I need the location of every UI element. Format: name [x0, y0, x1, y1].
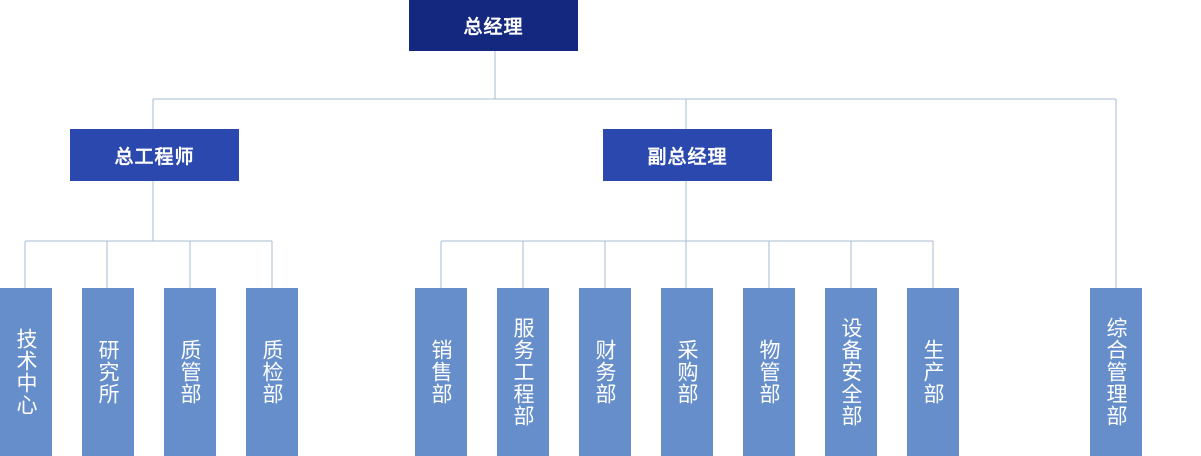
dept-sales: 销售部 — [415, 288, 467, 456]
dept-materials-management: 物管部 — [743, 288, 795, 456]
dept-quality-inspection: 质检部 — [246, 288, 298, 456]
dept-label: 质检部 — [260, 339, 284, 405]
dept-technology-center: 技术中心 — [0, 288, 52, 456]
dept-label: 服务工程部 — [511, 317, 535, 427]
dept-production: 生产部 — [907, 288, 959, 456]
dept-equipment-safety: 设备安全部 — [825, 288, 877, 456]
dept-label: 采购部 — [675, 339, 699, 405]
dept-general-administration: 综合管理部 — [1090, 288, 1142, 456]
dept-finance: 财务部 — [579, 288, 631, 456]
dept-service-engineering: 服务工程部 — [497, 288, 549, 456]
dept-quality-management: 质管部 — [164, 288, 216, 456]
dept-label: 综合管理部 — [1104, 317, 1128, 427]
general-manager-label: 总经理 — [463, 16, 524, 38]
dept-label: 技术中心 — [14, 328, 38, 416]
dept-label: 生产部 — [921, 339, 945, 405]
dept-research-institute: 研究所 — [82, 288, 134, 456]
dept-label: 物管部 — [757, 339, 781, 405]
dept-label: 研究所 — [96, 339, 120, 405]
dept-label: 质管部 — [178, 339, 202, 405]
dept-procurement: 采购部 — [661, 288, 713, 456]
chief-engineer-box: 总工程师 — [70, 129, 239, 181]
chief-engineer-label: 总工程师 — [114, 145, 195, 168]
dept-label: 设备安全部 — [839, 317, 863, 427]
deputy-general-manager-label: 副总经理 — [647, 145, 728, 168]
general-manager-box: 总经理 — [409, 0, 578, 51]
dept-label: 销售部 — [429, 339, 453, 405]
dept-label: 财务部 — [593, 339, 617, 405]
deputy-general-manager-box: 副总经理 — [603, 129, 772, 181]
